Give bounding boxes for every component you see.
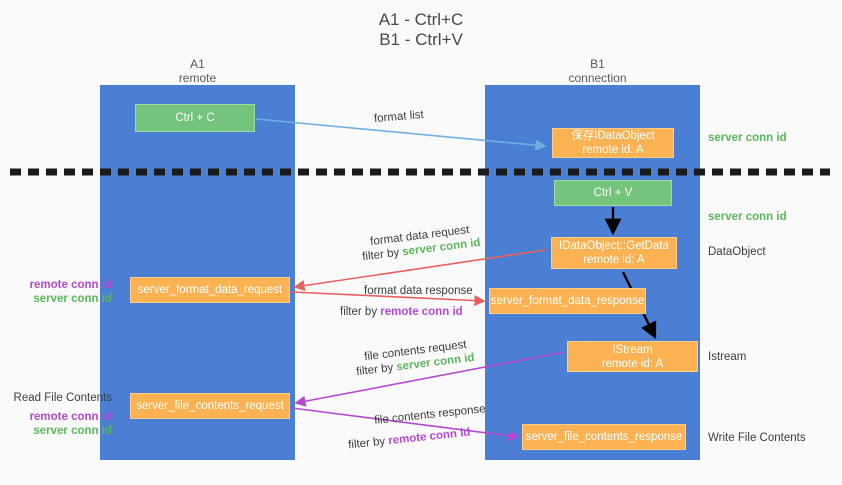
left-label-conn-id-group-1: remote conn id server conn id: [8, 278, 112, 306]
box-server-format-data-response[interactable]: server_format_data_response: [489, 288, 646, 314]
box-save-idataobject-remote-id: remote id: A: [582, 144, 644, 156]
box-server-file-contents-response-label: server_file_contents_response: [525, 431, 683, 443]
filter-value-remote-conn-id: remote conn id: [380, 306, 463, 318]
filter-prefix: filter by: [361, 246, 404, 264]
box-ctrl-c[interactable]: Ctrl + C: [135, 104, 255, 132]
column-b1-role: connection: [568, 71, 627, 85]
box-getdata-title: IDataObject::GetData: [559, 240, 669, 252]
right-label-server-conn-id-top: server conn id: [708, 132, 787, 144]
column-a1-role: remote: [178, 71, 217, 85]
box-server-file-contents-request[interactable]: server_file_contents_request: [130, 393, 290, 419]
box-istream-title: IStream: [612, 343, 653, 356]
box-server-file-contents-response[interactable]: server_file_contents_response: [522, 424, 686, 450]
box-server-file-contents-request-label: server_file_contents_request: [136, 400, 284, 412]
box-server-format-data-request-label: server_format_data_request: [137, 284, 283, 296]
left-label-read-file-contents: Read File Contents: [13, 392, 112, 404]
label-format-data-response: format data response: [364, 284, 473, 299]
box-save-idataobject-title: 保存IDataObject: [571, 130, 655, 142]
label-file-contents-response-text: file contents response: [373, 403, 487, 427]
right-label-write-file-contents: Write File Contents: [708, 432, 806, 444]
column-b1-name: B1: [590, 57, 605, 71]
column-a1-name: A1: [190, 57, 205, 71]
page-title: A1 - Ctrl+C B1 - Ctrl+V: [0, 10, 842, 50]
box-ctrl-v[interactable]: Ctrl + V: [554, 180, 672, 206]
box-ctrl-c-label: Ctrl + C: [175, 112, 215, 124]
title-line-1: A1 - Ctrl+C: [378, 10, 464, 29]
label-format-list: format list: [373, 108, 425, 127]
left-label-remote-conn-id-2: remote conn id: [29, 411, 112, 423]
box-server-format-data-request[interactable]: server_format_data_request: [130, 277, 290, 303]
filter-prefix: filter by: [340, 306, 381, 318]
filter-value-remote-conn-id: remote conn id: [387, 426, 471, 448]
left-label-server-conn-id-2: server conn id: [33, 425, 112, 437]
box-getdata-remote-id: remote id: A: [583, 254, 645, 266]
box-server-format-data-response-label: server_format_data_response: [490, 295, 645, 307]
box-idataobject-getdata[interactable]: IDataObject::GetData remote id: A: [551, 237, 677, 269]
right-label-server-conn-id-mid: server conn id: [708, 211, 787, 223]
title-line-2: B1 - Ctrl+V: [379, 30, 463, 49]
filter-prefix: filter by: [355, 361, 398, 379]
column-header-b1: B1 connection: [520, 57, 675, 85]
right-label-istream: Istream: [708, 351, 747, 363]
column-header-a1: A1 remote: [120, 57, 275, 85]
box-istream-remote-id: remote id: A: [601, 357, 664, 370]
label-format-data-response-text: format data response: [364, 285, 473, 297]
left-label-conn-id-group-2: remote conn id server conn id: [8, 410, 112, 438]
right-label-dataobject: DataObject: [708, 246, 766, 258]
box-istream[interactable]: IStream remote id: A: [567, 341, 698, 372]
filter-prefix: filter by: [347, 435, 389, 452]
box-ctrl-v-label: Ctrl + V: [593, 187, 633, 199]
label-format-data-response-filter: filter by remote conn id: [340, 305, 463, 320]
label-file-contents-response-filter: filter by remote conn id: [348, 426, 472, 454]
left-label-remote-conn-id-1: remote conn id: [29, 279, 112, 291]
box-save-idataobject[interactable]: 保存IDataObject remote id: A: [552, 128, 674, 158]
label-format-list-text: format list: [373, 108, 425, 126]
left-label-server-conn-id-1: server conn id: [33, 293, 112, 305]
